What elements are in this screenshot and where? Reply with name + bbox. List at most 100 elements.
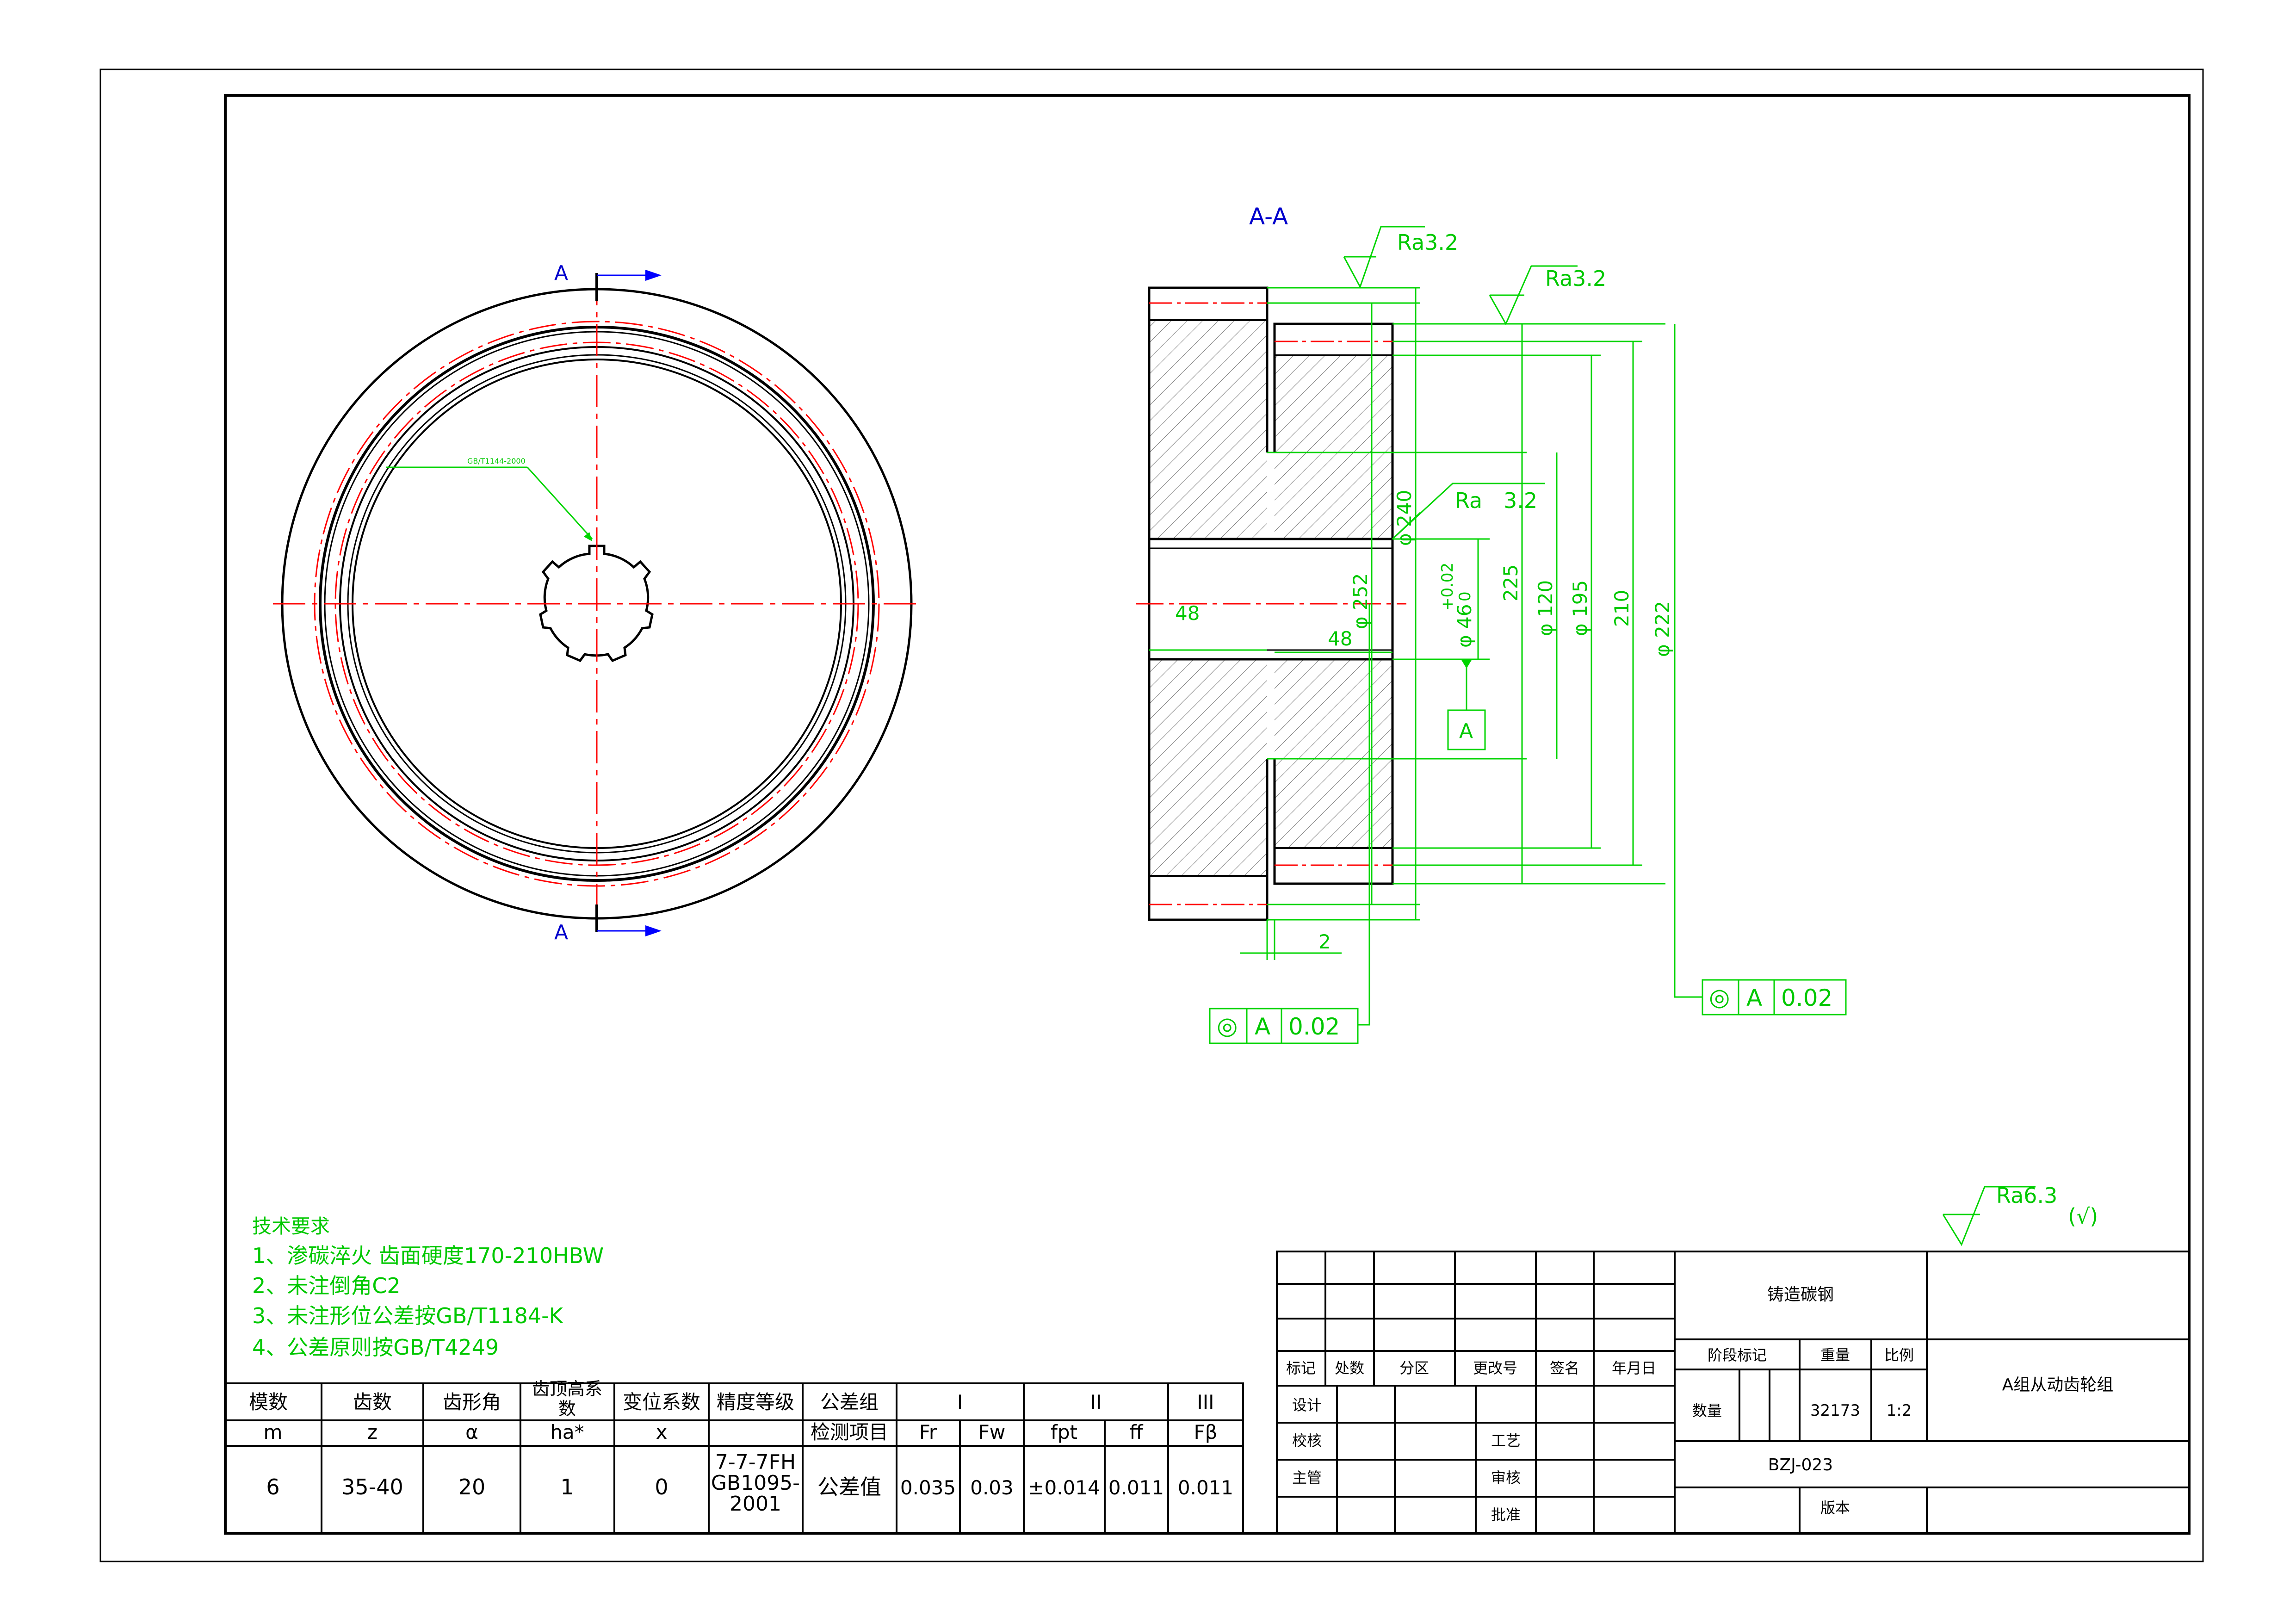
ts-m: m [264, 1421, 283, 1443]
section-arrow-top [597, 270, 662, 281]
tv-ha: 1 [560, 1474, 574, 1499]
dim-w2: 2 [1318, 930, 1331, 953]
tb-process: 工艺 [1491, 1432, 1521, 1450]
th-group: 公差组 [820, 1391, 879, 1413]
section-view: A-A [1136, 203, 1847, 1044]
leader-note-arrow [584, 532, 592, 541]
section-outline-right [1273, 322, 1394, 885]
tv-alpha: 20 [458, 1474, 486, 1499]
ts-alpha: α [465, 1421, 478, 1443]
th-addendum-b: 数 [558, 1399, 576, 1419]
leader-note-text: GB/T1144-2000 [467, 457, 526, 465]
extension-lines [1267, 287, 1665, 921]
gtol-right-value: 0.02 [1781, 985, 1832, 1011]
roughness-3-label: Ra [1455, 488, 1482, 513]
spline-bore-outline [539, 545, 654, 663]
tv-fr: 0.035 [900, 1476, 956, 1499]
roughness-1-text: Ra3.2 [1397, 230, 1458, 255]
roughness-symbol-1: Ra3.2 [1343, 226, 1458, 289]
section-view-title: A-A [1249, 203, 1288, 230]
tb-col-sign: 签名 [1550, 1359, 1579, 1377]
gtol-frame-right: ◎ A 0.02 [1674, 884, 1847, 1016]
tech-line-4: 4、公差原则按GB/T4249 [252, 1335, 499, 1360]
hatch-right-lower [1275, 659, 1392, 848]
tv-z: 35-40 [341, 1474, 403, 1499]
dim-d46: φ 46 [1453, 604, 1476, 648]
roughness-symbol-2: Ra3.2 [1489, 265, 1606, 326]
tb-material: 铸造碳钢 [1767, 1285, 1834, 1304]
tb-chief: 主管 [1292, 1469, 1322, 1487]
front-view: A A GB/T1144-2000 [273, 261, 921, 944]
general-roughness-paren: (√) [2068, 1204, 2098, 1229]
ts-x: x [656, 1421, 668, 1443]
tv-fw: 0.03 [970, 1476, 1014, 1499]
tb-approve: 批准 [1491, 1506, 1521, 1524]
tb-check: 校核 [1292, 1432, 1322, 1450]
datum-label: A [1459, 719, 1473, 743]
tb-qty: 数量 [1692, 1402, 1722, 1419]
th-group-2: II [1090, 1391, 1102, 1413]
ts-ha: ha* [550, 1421, 584, 1443]
ts-fpt: fpt [1051, 1421, 1077, 1443]
roughness-3-value: 3.2 [1504, 488, 1537, 513]
datum-marker: A [1447, 659, 1486, 750]
hatch-left-upper [1149, 320, 1267, 539]
section-label-bottom: A [554, 921, 568, 944]
dim-d252: φ 252 [1349, 573, 1372, 629]
technical-requirements: 技术要求 1、渗碳淬火 齿面硬度170-210HBW 2、未注倒角C2 3、未注… [252, 1215, 604, 1360]
tv-fpt: ±0.014 [1028, 1476, 1100, 1499]
th-modulus: 模数 [249, 1391, 288, 1413]
ts-ff: ff [1130, 1421, 1144, 1443]
dim-w48a: 48 [1175, 602, 1200, 625]
hatch-left-lower [1149, 659, 1267, 876]
tb-weight-value: 32173 [1810, 1401, 1860, 1420]
gtol-right-symbol: ◎ [1709, 984, 1730, 1011]
tech-line-3: 3、未注形位公差按GB/T1184-K [252, 1303, 564, 1328]
ts-item: 检测项目 [811, 1421, 888, 1443]
th-group-3: III [1197, 1391, 1214, 1413]
tv-ff: 0.011 [1108, 1476, 1164, 1499]
tb-weight: 重量 [1820, 1346, 1850, 1364]
dim-d240: φ 240 [1393, 490, 1416, 546]
tb-col-zone: 分区 [1399, 1359, 1429, 1377]
section-label-top: A [554, 261, 568, 285]
outer-border [99, 68, 2204, 1562]
roughness-symbol-3: Ra 3.2 [1392, 483, 1545, 540]
dim-tol-zero: 0 [1456, 591, 1474, 601]
dim-w48b: 48 [1328, 627, 1352, 650]
roughness-2-text: Ra3.2 [1545, 266, 1606, 291]
dim-d195: φ 195 [1569, 580, 1591, 636]
th-teeth: 齿数 [353, 1391, 392, 1413]
ts-fr: Fr [919, 1421, 937, 1443]
gtol-left-datum: A [1255, 1013, 1270, 1040]
tb-stage: 阶段标记 [1708, 1346, 1767, 1364]
ts-fw: Fw [978, 1421, 1006, 1443]
section-arrow-bottom [597, 925, 662, 936]
tb-scale: 比例 [1884, 1346, 1914, 1364]
tech-line-1: 1、渗碳淬火 齿面硬度170-210HBW [252, 1243, 604, 1268]
tb-drawing-no: BZJ-023 [1768, 1456, 1833, 1474]
dim-d120: φ 120 [1534, 580, 1557, 636]
tv-fb: 0.011 [1178, 1476, 1233, 1499]
tech-title: 技术要求 [252, 1215, 330, 1238]
gtol-left-value: 0.02 [1288, 1013, 1340, 1040]
gtol-left-symbol: ◎ [1217, 1012, 1238, 1040]
tb-review: 审核 [1491, 1469, 1521, 1487]
tv-x: 0 [655, 1474, 668, 1499]
tb-part-name: A组从动齿轮组 [2002, 1375, 2114, 1394]
th-grade: 精度等级 [717, 1391, 794, 1413]
tv-label: 公差值 [817, 1474, 881, 1499]
th-addendum-a: 齿顶高系 [532, 1379, 602, 1399]
hatch-right-upper [1275, 355, 1392, 539]
leader-note-line [526, 466, 593, 540]
tech-line-2: 2、未注倒角C2 [252, 1273, 401, 1298]
general-roughness-text: Ra6.3 [1996, 1183, 2057, 1208]
tv-grade-2: GB1095- [711, 1471, 800, 1495]
title-block: 铸造碳钢 标记 处数 分区 更改号 签名 年月日 阶段标记 重量 比例 数量 3… [1276, 1251, 2190, 1534]
th-angle: 齿形角 [443, 1391, 501, 1413]
th-shift: 变位系数 [623, 1391, 700, 1413]
dim-tol-plus: +0.02 [1438, 563, 1457, 611]
tb-col-mark: 标记 [1286, 1359, 1316, 1377]
tb-scale-value: 1:2 [1887, 1401, 1912, 1420]
